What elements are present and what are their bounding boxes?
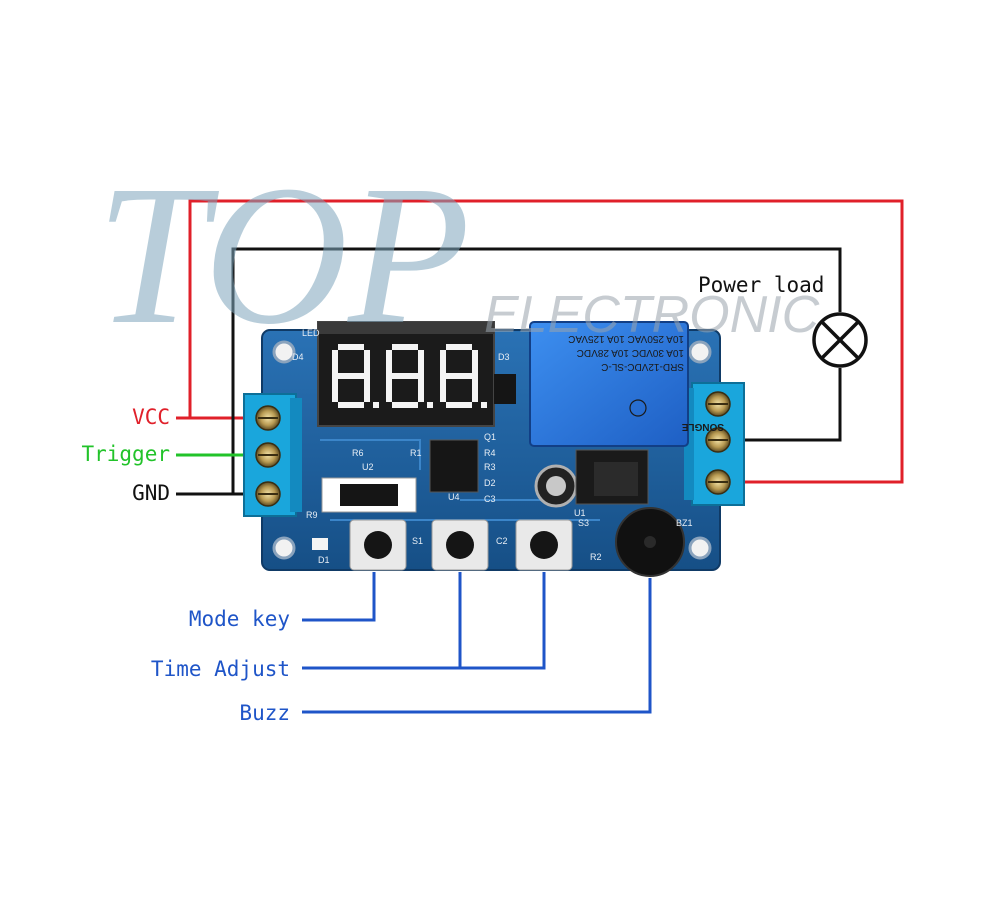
time-adjust-label: Time Adjust <box>151 657 290 681</box>
callout-lines <box>302 572 652 714</box>
digit-3-segment-3 <box>446 402 472 408</box>
relay-rating-line1: 10A 250VAC 10A 125VAC <box>568 333 684 344</box>
digit-3-segment-6 <box>440 376 446 402</box>
silk-led: LED <box>302 328 320 338</box>
digit-1-segment-7 <box>364 376 370 402</box>
watermark-logo: TOP ELECTRONIC <box>96 145 820 366</box>
silk-d4: D4 <box>292 352 304 362</box>
power-load-label: Power load <box>698 273 824 297</box>
silk-r9: R9 <box>306 510 318 520</box>
lamp-icon <box>812 312 868 368</box>
trigger-label: Trigger <box>81 442 170 466</box>
digit-1-decimal-point <box>373 402 379 408</box>
digit-2-decimal-point <box>427 402 433 408</box>
silk-d2: D2 <box>484 478 496 488</box>
cert-mark-icon <box>629 399 647 417</box>
silk-s1: S1 <box>412 536 423 546</box>
silkscreen-labels: D4 LED D3 Q1 R4 D2 R3 C3 R6 R1 U2 U4 U1 … <box>292 328 693 565</box>
optocoupler-chip <box>321 477 417 513</box>
digit-1-segment-1 <box>338 344 364 350</box>
digit-3-segment-1 <box>446 344 472 350</box>
transistor <box>494 374 516 404</box>
gnd-label: GND <box>132 481 170 505</box>
silk-r2: R2 <box>590 552 602 562</box>
relay-rating-line2: 10A 30VDC 10A 28VDC <box>577 347 684 358</box>
silk-u2: U2 <box>362 462 374 472</box>
input-terminal-block <box>243 393 302 517</box>
vcc-label: VCC <box>132 405 170 429</box>
silk-c3: C3 <box>484 494 496 504</box>
voltage-regulator <box>575 449 649 505</box>
led-indicator <box>312 538 328 550</box>
silk-r6: R6 <box>352 448 364 458</box>
digit-1-segment-4 <box>332 350 338 376</box>
microcontroller-chip <box>429 439 479 493</box>
silk-r3: R3 <box>484 462 496 472</box>
digit-2-segment-5 <box>418 350 424 376</box>
watermark-brand-text: ELECTRONIC <box>484 286 820 344</box>
silk-d3: D3 <box>498 352 510 362</box>
digit-2-segment-2 <box>392 373 418 379</box>
buzzer-icon <box>615 507 685 577</box>
silk-u4: U4 <box>448 492 460 502</box>
vcc-loop-wire <box>188 199 904 484</box>
silk-r4: R4 <box>484 448 496 458</box>
silk-q1: Q1 <box>484 432 496 442</box>
digit-3-segment-7 <box>472 376 478 402</box>
mode-key-callout <box>302 572 376 622</box>
silk-r1: R1 <box>410 448 422 458</box>
digit-3-segment-5 <box>472 350 478 376</box>
digit-3-decimal-point <box>481 402 487 408</box>
watermark-logo-text: TOP <box>96 145 470 366</box>
mode-key-button <box>349 519 407 571</box>
output-terminal-block <box>684 382 745 506</box>
silk-c2: C2 <box>496 536 508 546</box>
mode-key-label: Mode key <box>189 607 290 631</box>
digit-2-segment-1 <box>392 344 418 350</box>
silk-u1: U1 <box>574 508 586 518</box>
capacitor <box>534 464 578 508</box>
digit-1-segment-5 <box>364 350 370 376</box>
silk-d1: D1 <box>318 555 330 565</box>
digit-2-segment-7 <box>418 376 424 402</box>
seven-segment-display <box>317 321 495 427</box>
digit-1-segment-3 <box>338 402 364 408</box>
digit-2-segment-4 <box>386 350 392 376</box>
digit-1-segment-2 <box>338 373 364 379</box>
digit-1-segment-6 <box>332 376 338 402</box>
digit-2-segment-3 <box>392 402 418 408</box>
digit-2-segment-6 <box>386 376 392 402</box>
time-adjust-button-2 <box>515 519 573 571</box>
buzz-callout <box>302 578 652 714</box>
silk-s3: S3 <box>578 518 589 528</box>
time-adjust-callout-2 <box>460 572 546 670</box>
relay-model: SRD-12VDC-SL-C <box>601 361 684 372</box>
relay-brand: SONGLE <box>681 421 724 432</box>
buzz-label: Buzz <box>239 701 290 725</box>
time-adjust-button-1 <box>431 519 489 571</box>
digit-3-segment-2 <box>446 373 472 379</box>
silk-bz1: BZ1 <box>676 518 693 528</box>
digit-3-segment-4 <box>440 350 446 376</box>
relay: 10A 250VAC 10A 125VAC 10A 30VDC 10A 28VD… <box>529 321 724 447</box>
